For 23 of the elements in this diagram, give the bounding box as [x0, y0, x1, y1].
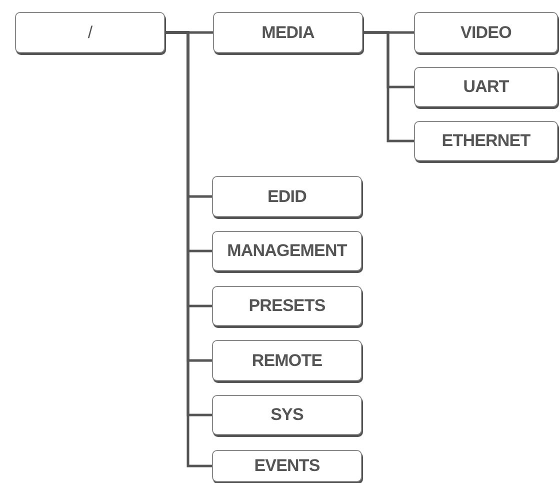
node-label: EDID [267, 186, 307, 206]
node-label: UART [463, 77, 509, 97]
menu-box [212, 176, 362, 217]
menu-box [414, 67, 558, 107]
menu-box [414, 121, 558, 161]
menu-box [212, 286, 362, 326]
node-label: REMOTE [252, 350, 322, 370]
menu-box [212, 231, 362, 271]
node-label: MANAGEMENT [227, 241, 347, 261]
node-label: VIDEO [460, 22, 512, 42]
menu-box [15, 12, 165, 53]
node-label: PRESETS [248, 296, 326, 316]
node-label: SYS [270, 405, 304, 425]
connector-line [363, 31, 414, 142]
node-label: ETHERNET [442, 131, 530, 151]
node-label: MEDIA [262, 22, 314, 42]
node-label: / [88, 22, 92, 42]
menu-box [213, 12, 363, 53]
node-label: EVENTS [254, 456, 320, 476]
menu-box [414, 12, 558, 53]
menu-box [212, 450, 362, 482]
menu-box [212, 395, 362, 435]
menu-box [212, 340, 362, 381]
